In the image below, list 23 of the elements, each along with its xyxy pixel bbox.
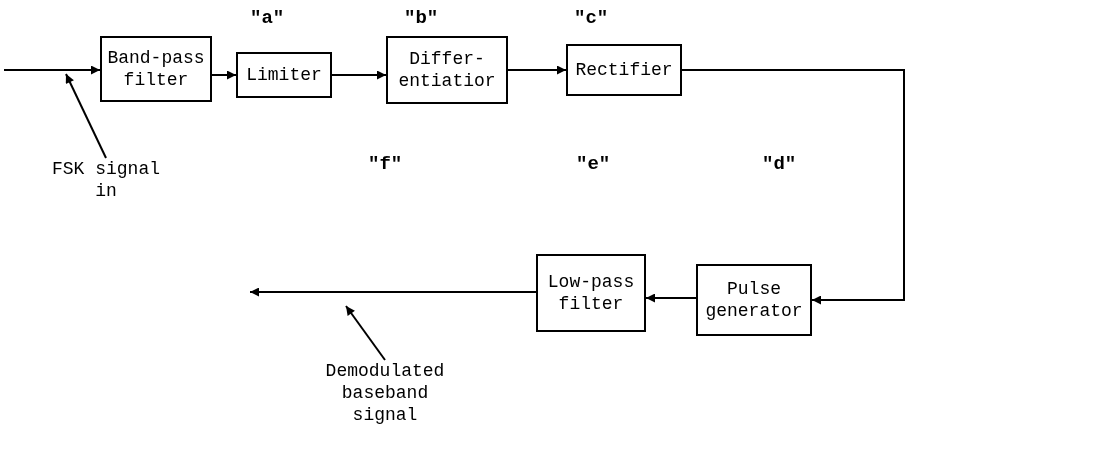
point-label: "a" [250,6,285,31]
arrow [507,65,567,75]
process-box: Band-pass filter [100,36,212,102]
leader-line [345,305,386,361]
point-label: "b" [404,6,439,31]
arrow [249,287,537,297]
arrow [331,70,387,80]
point-label: "f" [368,152,403,177]
process-box: Rectifier [566,44,682,96]
arrow [681,69,905,305]
point-label: "e" [576,152,611,177]
process-box: Differ- entiatior [386,36,508,104]
process-box: Limiter [236,52,332,98]
arrow [645,293,697,303]
note-text: Demodulated baseband signal [310,360,460,440]
arrow [3,65,101,75]
process-box: Pulse generator [696,264,812,336]
leader-line [65,73,107,159]
arrow [211,70,237,80]
process-box: Low-pass filter [536,254,646,332]
point-label: "d" [762,152,797,177]
note-text: FSK signal in [36,158,176,210]
point-label: "c" [574,6,609,31]
